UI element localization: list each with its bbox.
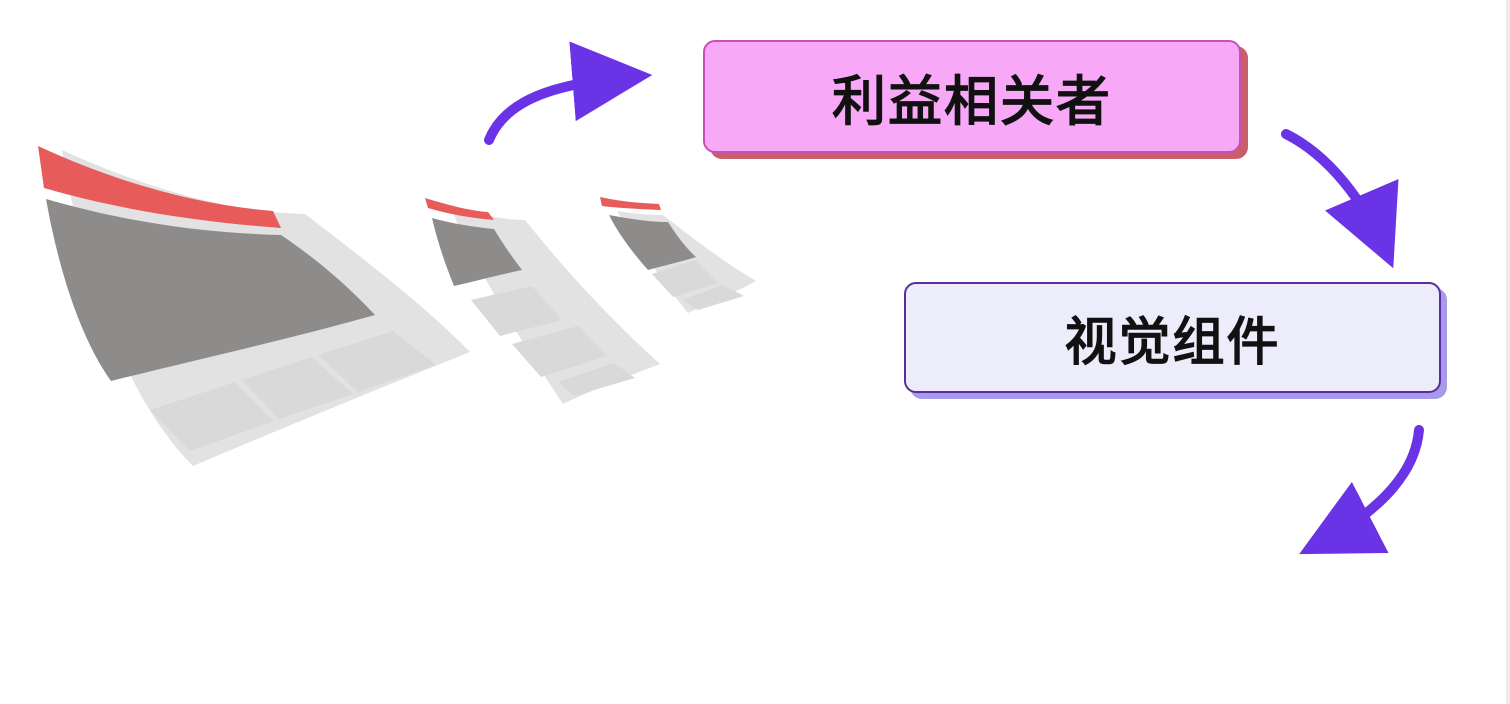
document-panel [471, 286, 562, 336]
document-large [38, 146, 470, 466]
document-panel [512, 326, 607, 377]
document-small [600, 197, 756, 313]
document-header [600, 197, 661, 210]
stakeholders-label: 利益相关者 [832, 70, 1112, 133]
document-image-area [432, 218, 522, 286]
document-image-area [46, 199, 375, 381]
document-panel [682, 285, 744, 310]
arrow-to-stakeholders [484, 41, 653, 145]
document-panel [558, 363, 635, 396]
document-panel [318, 331, 436, 392]
document-panel [652, 260, 718, 297]
visual-components-box: 视觉组件 [904, 282, 1441, 393]
arrow-to-visual-components [1281, 129, 1399, 269]
stakeholders-box: 利益相关者 [703, 40, 1241, 153]
document-panel [241, 357, 353, 419]
arrow-exit [1299, 425, 1424, 555]
document-image-area [609, 215, 696, 270]
document-medium [425, 198, 660, 404]
document-header [425, 198, 494, 220]
document-panel [150, 382, 274, 451]
right-edge-strip [1506, 0, 1510, 704]
visual-components-label: 视觉组件 [1064, 313, 1281, 373]
document-header [38, 146, 281, 228]
